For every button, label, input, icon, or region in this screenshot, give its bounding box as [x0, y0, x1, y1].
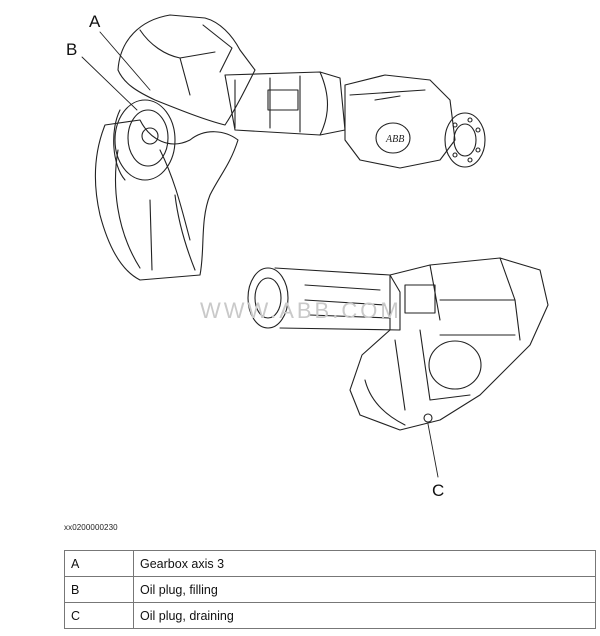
legend-table: A Gearbox axis 3 B Oil plug, filling C O… — [64, 550, 596, 629]
robot-arm-illustration: ABB WWW.ABB.COM — [66, 12, 549, 500]
legend-description: Oil plug, draining — [133, 602, 596, 629]
legend-description: Gearbox axis 3 — [133, 550, 596, 577]
legend-description: Oil plug, filling — [133, 576, 596, 603]
legend-row: B Oil plug, filling — [64, 576, 596, 603]
legend-key: C — [64, 602, 134, 629]
upper-arm-drawing: ABB — [81, 14, 486, 281]
watermark-text: WWW.ABB.COM — [200, 298, 402, 323]
callout-a: A — [89, 12, 101, 31]
legend-key: B — [64, 576, 134, 603]
abb-logo: ABB — [385, 134, 404, 145]
lower-arm-drawing: WWW.ABB.COM — [200, 257, 549, 478]
legend-key: A — [64, 550, 134, 577]
figure-id: xx0200000230 — [64, 523, 118, 532]
callout-b: B — [66, 40, 78, 59]
legend-row: C Oil plug, draining — [64, 602, 596, 629]
legend-row: A Gearbox axis 3 — [64, 550, 596, 577]
callout-c: C — [432, 481, 445, 500]
